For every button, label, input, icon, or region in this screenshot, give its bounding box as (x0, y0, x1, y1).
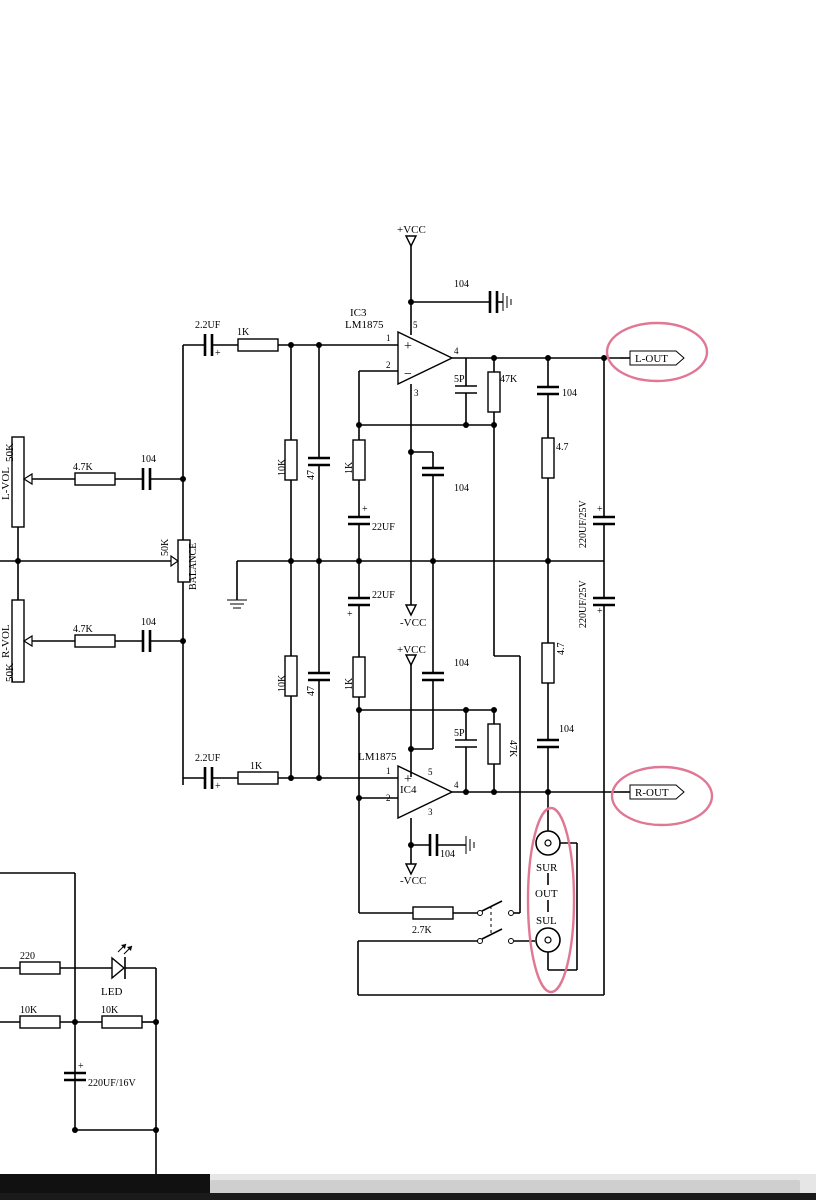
led-supply-section: 220 LED 10K 10K + 220UF/16V (0, 872, 159, 1174)
svg-text:10K: 10K (277, 674, 288, 692)
amplifier-schematic: +VCC 104 + − IC3 LM1875 5 1 2 3 4 + 2.2U… (0, 224, 714, 1174)
svg-text:5: 5 (413, 320, 418, 330)
svg-text:220UF/25V: 220UF/25V (578, 579, 589, 628)
l-out-tag[interactable]: L-OUT (620, 350, 685, 366)
svg-text:104: 104 (141, 617, 156, 628)
svg-text:4: 4 (454, 780, 459, 790)
svg-text:1: 1 (386, 333, 391, 343)
svg-text:47: 47 (306, 686, 317, 696)
svg-text:104: 104 (454, 658, 469, 669)
svg-text:220UF/25V: 220UF/25V (578, 499, 589, 548)
svg-text:+: + (215, 348, 221, 359)
svg-text:L-VOL: L-VOL (0, 467, 12, 500)
svg-text:1K: 1K (250, 761, 263, 772)
svg-text:-VCC: -VCC (400, 617, 426, 629)
svg-text:104: 104 (454, 483, 469, 494)
svg-text:220: 220 (20, 951, 35, 962)
svg-text:1K: 1K (344, 461, 355, 474)
svg-text:+VCC: +VCC (397, 644, 426, 656)
ic4-wiring: + 2.2UF 1K 10K 47 22UF + 1K +VCC (183, 561, 620, 913)
svg-text:50K: 50K (4, 663, 16, 682)
svg-text:+: + (597, 504, 603, 515)
cap-22uf-bottom-label: 22UF (372, 590, 395, 601)
cap-22uf-top-label: 22UF (372, 522, 395, 533)
svg-text:47K: 47K (507, 740, 518, 758)
svg-text:3: 3 (414, 388, 419, 398)
svg-text:2.7K: 2.7K (412, 925, 433, 936)
svg-text:R-VOL: R-VOL (0, 624, 12, 658)
svg-text:1: 1 (386, 766, 391, 776)
svg-text:104: 104 (141, 454, 156, 465)
vcc-label: +VCC (397, 224, 426, 236)
svg-text:4.7: 4.7 (556, 643, 567, 656)
highlight-jacks (526, 806, 576, 994)
svg-text:1K: 1K (344, 677, 355, 690)
surround-switch: 2.7K (357, 830, 604, 996)
jack-out-label: OUT (535, 888, 558, 900)
scrollbar-thumb[interactable] (210, 1180, 800, 1196)
svg-text:5: 5 (428, 767, 433, 777)
svg-text:104: 104 (440, 849, 455, 860)
annotations (526, 321, 714, 994)
svg-text:2: 2 (386, 360, 391, 370)
ic3-minus: − (404, 367, 412, 382)
svg-text:4.7: 4.7 (556, 442, 569, 453)
svg-text:50K: 50K (4, 443, 16, 462)
svg-text:3: 3 (428, 807, 433, 817)
output-caps: + + 220UF/25V 220UF/25V (578, 358, 615, 995)
svg-text:+: + (347, 609, 353, 620)
highlight-l-out (605, 321, 709, 383)
ic4-label: IC4 (400, 784, 417, 796)
cap-2-2uf-bottom-label: 2.2UF (195, 753, 221, 764)
jack-sur-label: SUR (536, 862, 558, 874)
svg-text:50K: 50K (160, 538, 171, 556)
svg-text:4: 4 (454, 346, 459, 356)
svg-text:+: + (404, 772, 412, 787)
vcc-supply-top: +VCC 104 (397, 224, 512, 335)
cap-2-2uf-top-label: 2.2UF (195, 320, 221, 331)
svg-text:+: + (215, 781, 221, 792)
svg-text:10K: 10K (20, 1005, 38, 1016)
r-out-tag[interactable]: R-OUT (620, 784, 685, 800)
ic3-part: LM1875 (345, 319, 384, 331)
svg-text:104: 104 (562, 388, 577, 399)
res-1k-top-label: 1K (237, 327, 250, 338)
svg-text:+: + (362, 504, 368, 515)
svg-text:10K: 10K (277, 458, 288, 476)
ic4-part: LM1875 (358, 751, 397, 763)
svg-text:5P: 5P (454, 374, 465, 385)
ground-bus (0, 554, 604, 609)
ic3-wiring: + 2.2UF 1K 10K 47 1K + 22UF (182, 320, 620, 913)
l-out-label: L-OUT (635, 353, 668, 365)
svg-text:+: + (78, 1061, 84, 1072)
svg-text:4.7K: 4.7K (73, 624, 94, 635)
ic4-opamp: + LM1875 IC4 1 2 5 3 4 (358, 751, 459, 820)
taskbar-strip (0, 1193, 816, 1200)
svg-text:220UF/16V: 220UF/16V (88, 1078, 137, 1089)
r-out-label: R-OUT (635, 787, 669, 799)
volume-controls: L-VOL 50K 4.7K 104 R-VOL 50K 4.7K 104 50… (0, 436, 199, 683)
svg-text:104: 104 (559, 724, 574, 735)
svg-text:47K: 47K (500, 374, 518, 385)
led-label: LED (101, 986, 122, 998)
svg-text:-VCC: -VCC (400, 875, 426, 887)
svg-text:47: 47 (306, 470, 317, 480)
ic3-label: IC3 (350, 307, 367, 319)
svg-text:5P: 5P (454, 728, 465, 739)
ic3-opamp: + − IC3 LM1875 5 1 2 3 4 (345, 307, 459, 398)
svg-text:4.7K: 4.7K (73, 462, 94, 473)
cap-104-label: 104 (454, 279, 469, 290)
output-jacks: SUR OUT SUL (535, 830, 578, 971)
svg-text:10K: 10K (101, 1005, 119, 1016)
svg-text:BALANCE: BALANCE (188, 543, 199, 590)
svg-text:+: + (597, 606, 603, 617)
ic3-plus: + (404, 339, 412, 354)
highlight-r-out (610, 765, 714, 827)
jack-sul-label: SUL (536, 915, 557, 927)
